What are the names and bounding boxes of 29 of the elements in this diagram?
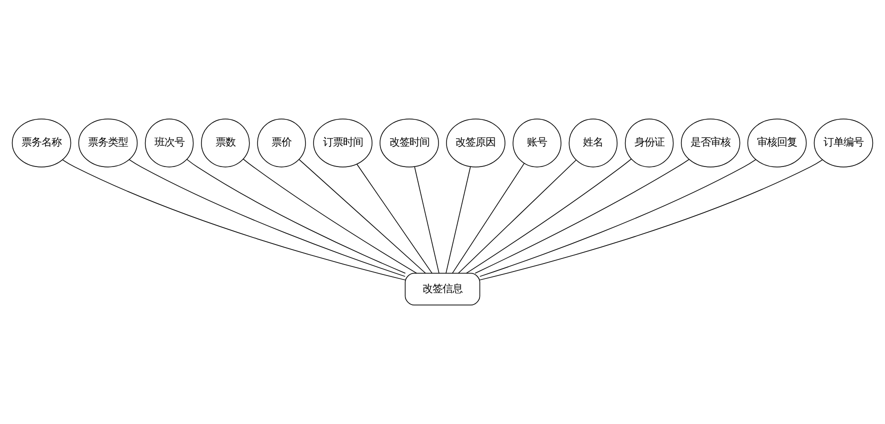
node-circle: 票数 <box>201 118 250 168</box>
node-ellipse: 改签时间 <box>380 118 439 168</box>
connector <box>186 158 406 274</box>
node-circle: 身份证 <box>624 118 674 168</box>
node-circle: 账号 <box>512 118 562 168</box>
connector <box>480 160 823 280</box>
connector <box>242 158 418 274</box>
connector <box>128 159 406 277</box>
connector <box>452 162 525 274</box>
node-ellipse: 票务名称 <box>12 118 72 168</box>
node-ellipse: 订单编号 <box>814 118 874 168</box>
connector <box>480 159 756 277</box>
connector <box>356 164 432 274</box>
connector <box>62 160 406 280</box>
node-circle: 票价 <box>257 118 306 168</box>
connector <box>458 160 577 274</box>
connector <box>446 166 471 274</box>
node-box: 改签信息 <box>404 272 480 306</box>
node-ellipse: 审核回复 <box>747 118 807 168</box>
node-ellipse: 订票时间 <box>313 118 372 168</box>
node-ellipse: 改签原因 <box>446 118 506 168</box>
connector <box>298 159 426 274</box>
connector <box>414 166 440 274</box>
node-circle: 姓名 <box>568 118 618 168</box>
connector <box>466 158 632 274</box>
node-ellipse: 票务类型 <box>78 118 138 168</box>
node-ellipse: 是否审核 <box>680 118 740 168</box>
node-circle: 班次号 <box>144 118 194 168</box>
connector <box>474 159 690 274</box>
